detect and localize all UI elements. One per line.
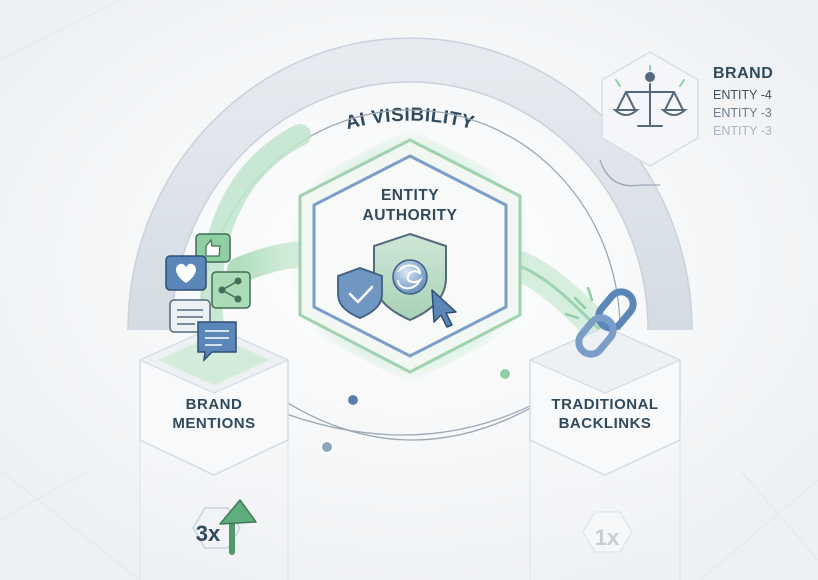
ranking-entry-3: ENTITY -3	[713, 124, 772, 138]
message-icon	[197, 321, 237, 363]
backlinks-title-line1: TRADITIONAL	[551, 396, 658, 413]
brand-mentions-title-line1: BRAND	[186, 396, 243, 413]
ranking-card: BRAND ENTITY -4 ENTITY -3 ENTITY -3	[601, 51, 773, 167]
entity-authority-title-line2: AUTHORITY	[363, 207, 458, 224]
balance-scale-icon	[612, 65, 688, 127]
traditional-backlinks-pillar: TRADITIONAL BACKLINKS	[528, 326, 682, 580]
thumbs-up-icon	[195, 233, 231, 263]
connector-dots	[320, 367, 512, 454]
entity-authority-node: ENTITY AUTHORITY	[289, 128, 531, 384]
ranking-entry-2: ENTITY -3	[713, 106, 772, 120]
backlinks-multiplier: 1x	[595, 525, 620, 550]
connector-dot	[320, 440, 334, 454]
connector-dot	[498, 367, 512, 381]
heart-icon	[165, 255, 207, 291]
connector-dot	[346, 393, 360, 407]
share-icon	[211, 271, 251, 309]
entity-authority-title-line1: ENTITY	[381, 187, 439, 204]
brand-mentions-multiplier: 3x	[196, 521, 221, 546]
backlinks-multiplier-badge: 1x	[582, 511, 633, 553]
ranking-entry-1: ENTITY -4	[713, 88, 772, 102]
brand-mentions-multiplier-badge: 3x	[192, 499, 257, 555]
backlinks-title-line2: BACKLINKS	[559, 415, 652, 432]
social-icons-cluster	[165, 233, 251, 363]
chain-link-icon	[564, 286, 637, 358]
brand-mentions-title-line2: MENTIONS	[172, 415, 255, 432]
cursor-icon	[431, 289, 457, 328]
ranking-heading: BRAND	[713, 65, 773, 82]
check-shield-icon	[337, 267, 383, 319]
